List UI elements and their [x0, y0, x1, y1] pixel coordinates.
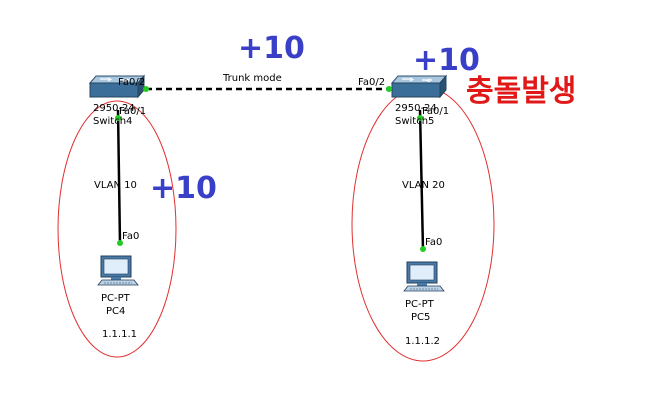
vlan-label-right: VLAN 20	[402, 180, 445, 191]
access-link-left	[116, 109, 122, 245]
pc-icon-left[interactable]	[97, 255, 139, 286]
port-status-dot-pc-right	[420, 246, 426, 252]
switch-icon-left[interactable]	[88, 74, 146, 99]
annotation-collision: 충돌발생	[466, 74, 576, 109]
port-status-dot-left-trunk	[143, 86, 149, 92]
pc-right-name: PC5	[411, 312, 430, 323]
trunk-mode-label: Trunk mode	[222, 73, 282, 84]
pc-left-name: PC4	[106, 306, 125, 317]
pc-left-port: Fa0	[122, 231, 139, 242]
port-status-dot-pc-left	[117, 240, 123, 246]
switch-left-name: Switch4	[93, 116, 132, 127]
pc-left-type: PC-PT	[101, 293, 131, 304]
switch-icon-right[interactable]	[390, 74, 448, 99]
annotation-left-link-plus: +10	[150, 171, 217, 206]
switch-left-port-trunk: Fa0/2	[118, 77, 145, 88]
annotation-trunk-plus: +10	[238, 31, 305, 66]
pc-left-ip: 1.1.1.1	[102, 329, 137, 340]
vlan-label-left: VLAN 10	[94, 180, 137, 191]
highlight-ellipse-left	[57, 100, 177, 358]
annotation-right-switch-plus: +10	[413, 43, 480, 78]
switch-left-model: 2950-24	[93, 103, 135, 114]
pc-right-type: PC-PT	[405, 299, 435, 310]
switch-right-port-trunk: Fa0/2	[358, 77, 385, 88]
switch-right-name: Switch5	[395, 116, 434, 127]
switch-right-port-access: Fa0/1	[422, 106, 449, 117]
switch-right-model: 2950-24	[395, 103, 437, 114]
port-status-dot-right-access	[417, 115, 423, 121]
pc-right-port: Fa0	[425, 237, 442, 248]
port-status-dot-right-trunk	[386, 86, 392, 92]
switch-left-port-access: Fa0/1	[119, 106, 146, 117]
access-link-right	[418, 109, 425, 251]
pc-icon-right[interactable]	[403, 261, 445, 292]
pc-right-ip: 1.1.1.2	[405, 336, 440, 347]
port-status-dot-left-access	[115, 115, 121, 121]
